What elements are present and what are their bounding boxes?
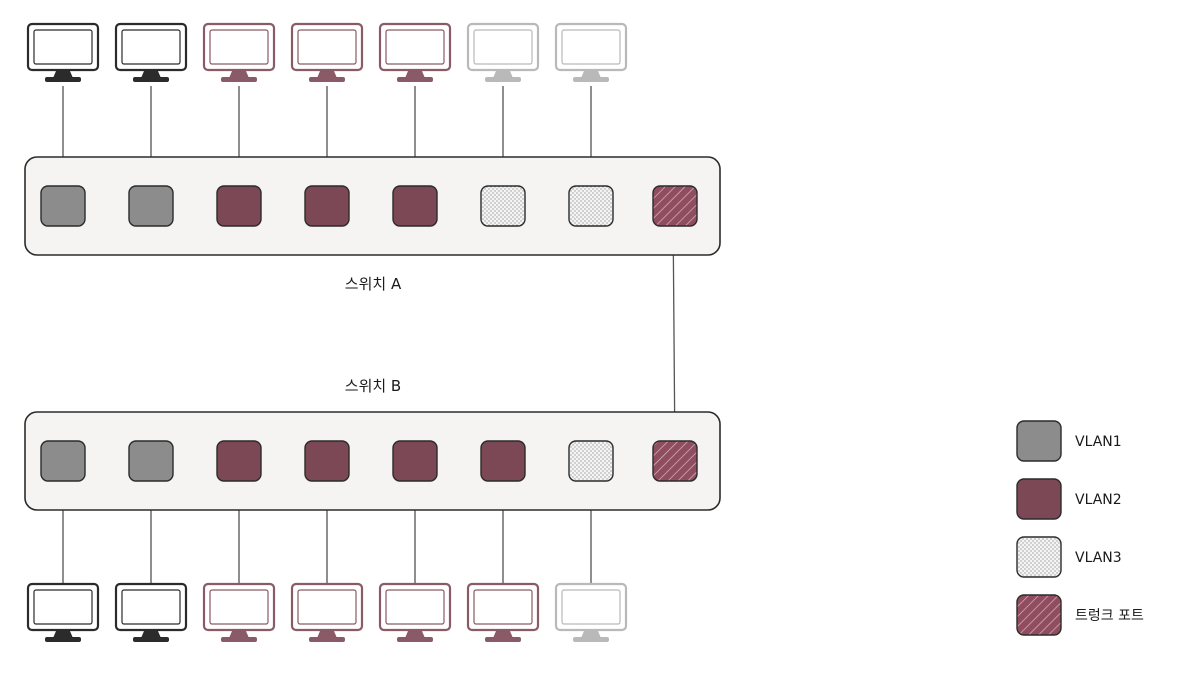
switch-a-label: 스위치 A (345, 275, 402, 293)
switch-a-port-2-vlan1 (128, 185, 174, 227)
legend-swatch-trunk (1016, 594, 1062, 636)
switch-b-port-2-vlan1 (128, 440, 174, 482)
switch-b-host-3-monitor-icon (202, 582, 276, 642)
switch-b-port-1-vlan1 (40, 440, 86, 482)
switch-b-body (24, 411, 721, 511)
switch-b-port-7-vlan3 (568, 440, 614, 482)
switch-b-label: 스위치 B (345, 377, 401, 395)
bottom-hosts (26, 582, 628, 642)
legend-label-trunk: 트렁크 포트 (1075, 608, 1144, 624)
switch-a-port-3-vlan2 (216, 185, 262, 227)
switch-b-host-6-monitor-icon (466, 582, 540, 642)
switch-a-port-8-trunk (652, 185, 698, 227)
switch-b-port-8-trunk (652, 440, 698, 482)
switch-b-ports (40, 440, 698, 482)
switch-a-body (24, 156, 721, 256)
switch-b-host-7-monitor-icon (554, 582, 628, 642)
legend-swatch-vlan3 (1016, 536, 1062, 578)
switch-a-host-6-monitor-icon (466, 22, 540, 82)
switch-b-port-5-vlan2 (392, 440, 438, 482)
switch-b-host-1-monitor-icon (26, 582, 100, 642)
legend-swatch-vlan2 (1016, 478, 1062, 520)
switch-a-port-4-vlan2 (304, 185, 350, 227)
switch-a-port-7-vlan3 (568, 185, 614, 227)
legend-label-vlan1: VLAN1 (1075, 434, 1122, 450)
switch-b-port-6-vlan2 (480, 440, 526, 482)
switch-a-host-5-monitor-icon (378, 22, 452, 82)
switch-a-host-7-monitor-icon (554, 22, 628, 82)
legend-label-vlan2: VLAN2 (1075, 492, 1122, 508)
switch-b-port-4-vlan2 (304, 440, 350, 482)
switch-a-host-1-monitor-icon (26, 22, 100, 82)
switch-a-host-2-monitor-icon (114, 22, 188, 82)
legend-label-vlan3: VLAN3 (1075, 550, 1122, 566)
switch-b-host-2-monitor-icon (114, 582, 188, 642)
top-hosts (26, 22, 628, 82)
switch-a-host-3-monitor-icon (202, 22, 276, 82)
legend-swatch-vlan1 (1016, 420, 1062, 462)
switch-a-port-6-vlan3 (480, 185, 526, 227)
switch-a-port-1-vlan1 (40, 185, 86, 227)
switch-a-ports (40, 185, 698, 227)
switch-b-host-5-monitor-icon (378, 582, 452, 642)
switch-b-port-3-vlan2 (216, 440, 262, 482)
switch-a-port-5-vlan2 (392, 185, 438, 227)
switch-a-host-4-monitor-icon (290, 22, 364, 82)
legend: VLAN1 VLAN2 VLAN3 트렁크 포트 (1016, 420, 1144, 636)
switch-b-host-4-monitor-icon (290, 582, 364, 642)
